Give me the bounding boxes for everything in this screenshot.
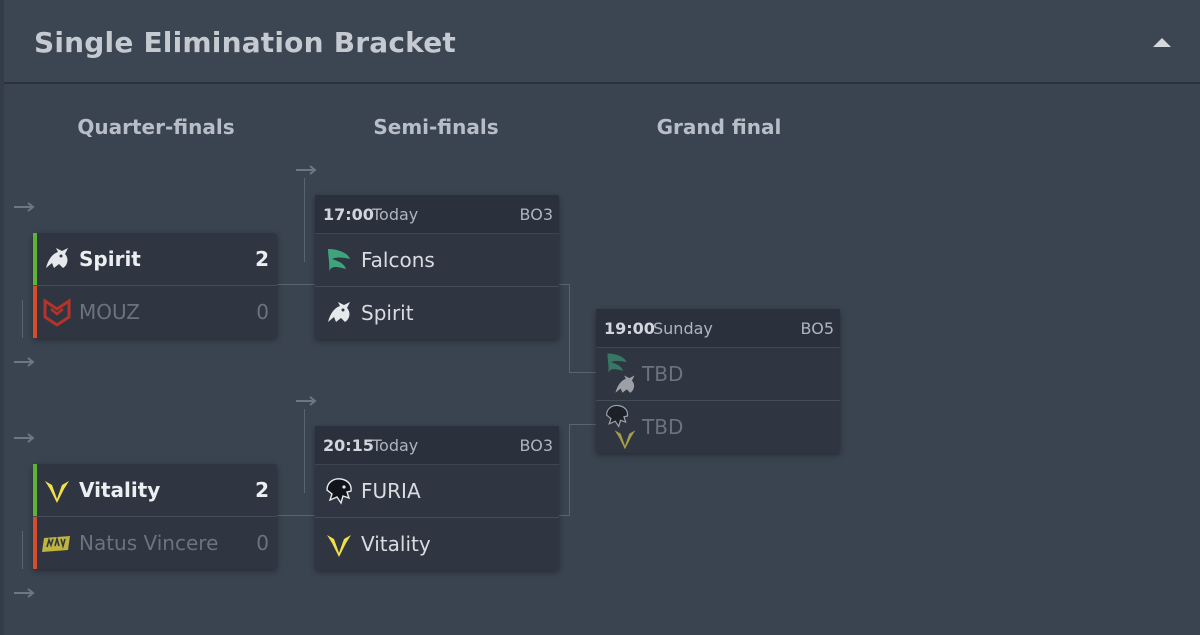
arrow-right-icon bbox=[296, 165, 317, 175]
bracket-header: Single Elimination Bracket bbox=[4, 0, 1200, 84]
round-title-grand-final: Grand final bbox=[656, 115, 782, 139]
round-title-semi-finals: Semi-finals bbox=[373, 115, 499, 139]
connector-line bbox=[558, 284, 570, 285]
match-header: 20:15 Today BO3 bbox=[315, 426, 559, 465]
bee-logo-icon bbox=[327, 535, 351, 557]
caret-up-icon bbox=[1153, 38, 1171, 47]
team-row[interactable]: Spirit 2 bbox=[33, 233, 277, 286]
arrow-right-icon bbox=[296, 396, 317, 406]
connector-line bbox=[276, 284, 316, 285]
team-name: Spirit bbox=[79, 247, 141, 271]
match-header: 17:00 Today BO3 bbox=[315, 195, 559, 234]
loser-indicator bbox=[33, 286, 37, 338]
winner-indicator bbox=[33, 233, 37, 285]
team-score: 2 bbox=[255, 478, 269, 502]
arrow-right-icon bbox=[14, 433, 35, 443]
connector-line bbox=[569, 284, 570, 372]
match-time: 20:15 bbox=[323, 436, 374, 455]
team-row[interactable]: Spirit bbox=[315, 287, 559, 339]
match-time: 19:00 bbox=[604, 319, 655, 338]
bracket-panel: Single Elimination Bracket Quarter-final… bbox=[4, 0, 1200, 635]
collapse-button[interactable] bbox=[1150, 30, 1174, 54]
team-name: Natus Vincere bbox=[79, 531, 219, 555]
match-quarter-final-1[interactable]: Spirit 2 MOUZ 0 bbox=[33, 233, 277, 338]
team-row[interactable]: TBD bbox=[596, 348, 840, 401]
arrow-right-icon bbox=[14, 202, 35, 212]
dragon-logo-icon bbox=[615, 375, 635, 393]
connector-line bbox=[304, 178, 305, 262]
connector-line bbox=[304, 409, 305, 493]
panther-logo-icon bbox=[326, 478, 352, 505]
team-name: FURIA bbox=[361, 479, 421, 503]
team-score: 0 bbox=[256, 300, 269, 324]
match-day: Today bbox=[372, 205, 419, 224]
match-semi-final-2[interactable]: 20:15 Today BO3 FURIA Vitality bbox=[315, 426, 559, 570]
team-row[interactable]: Natus Vincere 0 bbox=[33, 517, 277, 569]
match-semi-final-1[interactable]: 17:00 Today BO3 Falcons Spirit bbox=[315, 195, 559, 339]
bee-logo-icon bbox=[614, 430, 636, 450]
connector-line bbox=[276, 515, 316, 516]
arrow-right-icon bbox=[14, 357, 35, 367]
panther-logo-icon bbox=[605, 404, 629, 428]
match-header: 19:00 Sunday BO5 bbox=[596, 309, 840, 348]
match-time: 17:00 bbox=[323, 205, 374, 224]
team-score: 0 bbox=[256, 531, 269, 555]
connector-line bbox=[22, 300, 23, 338]
dragon-logo-icon bbox=[328, 302, 350, 322]
connector-line bbox=[569, 424, 570, 516]
page-title: Single Elimination Bracket bbox=[34, 26, 456, 59]
team-row[interactable]: Falcons bbox=[315, 234, 559, 287]
bee-logo-icon bbox=[45, 481, 69, 503]
connector-line bbox=[569, 424, 599, 425]
connector-line bbox=[558, 515, 570, 516]
dragon-logo-icon bbox=[46, 248, 68, 268]
round-title-quarter-finals: Quarter-finals bbox=[77, 115, 235, 139]
team-name: MOUZ bbox=[79, 300, 140, 324]
winner-indicator bbox=[33, 464, 37, 516]
team-name: Falcons bbox=[361, 248, 435, 272]
match-format: BO5 bbox=[800, 319, 834, 338]
connector-line bbox=[569, 372, 599, 373]
team-row[interactable]: FURIA bbox=[315, 465, 559, 518]
match-quarter-final-2[interactable]: Vitality 2 Natus Vincere 0 bbox=[33, 464, 277, 569]
match-format: BO3 bbox=[519, 436, 553, 455]
falcon-logo-icon bbox=[607, 353, 627, 373]
team-name: TBD bbox=[642, 415, 684, 439]
connector-line bbox=[22, 531, 23, 569]
navi-logo-icon bbox=[42, 536, 70, 552]
falcon-logo-icon bbox=[328, 249, 350, 271]
team-score: 2 bbox=[255, 247, 269, 271]
team-name: Spirit bbox=[361, 301, 414, 325]
team-name: TBD bbox=[642, 362, 684, 386]
team-name: Vitality bbox=[361, 532, 431, 556]
match-grand-final[interactable]: 19:00 Sunday BO5 TBD TBD bbox=[596, 309, 840, 453]
arrow-right-icon bbox=[14, 588, 35, 598]
team-row[interactable]: Vitality bbox=[315, 518, 559, 570]
team-row[interactable]: TBD bbox=[596, 401, 840, 453]
team-name: Vitality bbox=[79, 478, 161, 502]
mouz-logo-icon bbox=[43, 298, 71, 327]
match-format: BO3 bbox=[519, 205, 553, 224]
match-day: Sunday bbox=[653, 319, 713, 338]
match-day: Today bbox=[372, 436, 419, 455]
team-row[interactable]: Vitality 2 bbox=[33, 464, 277, 517]
loser-indicator bbox=[33, 517, 37, 569]
team-row[interactable]: MOUZ 0 bbox=[33, 286, 277, 338]
